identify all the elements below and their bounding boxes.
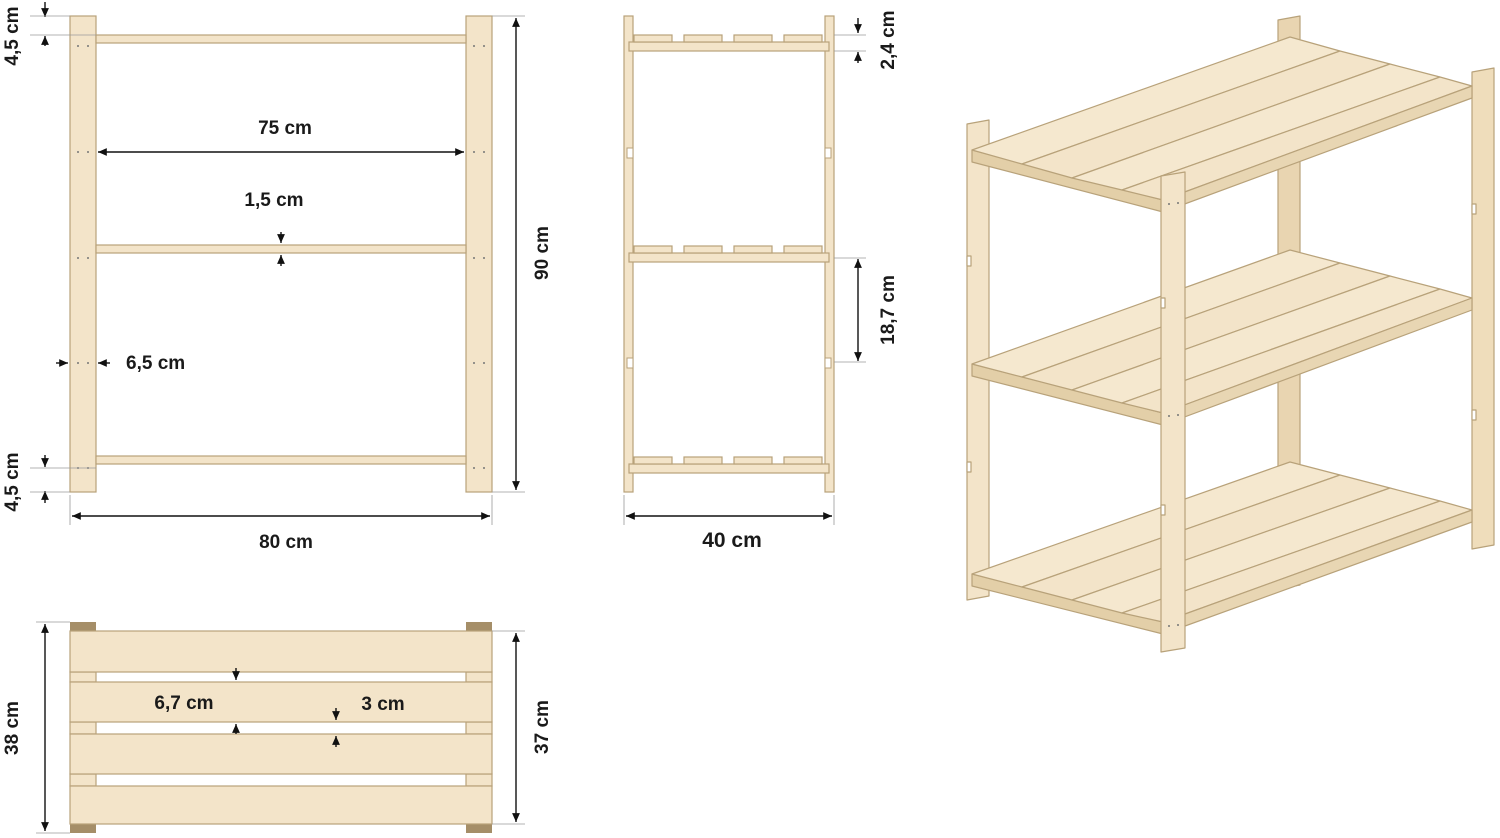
side-view: 2,4 cm 18,7 cm 40 cm — [623, 10, 899, 552]
iso-post-back-right — [1471, 67, 1495, 550]
label-total-height: 90 cm — [532, 226, 553, 280]
top-post-left-back — [70, 622, 96, 631]
label-bottom-gap: 4,5 cm — [2, 452, 23, 511]
label-notch-spacing: 18,7 cm — [878, 275, 899, 345]
label-shelf-thickness: 1,5 cm — [244, 190, 303, 211]
iso-post-front-right — [1160, 171, 1186, 653]
label-total-width: 80 cm — [259, 532, 313, 553]
iso-shelf-bottom — [971, 461, 1473, 635]
front-view: 4,5 cm 4,5 cm 75 cm 1,5 cm 6,5 cm 80 cm … — [2, 2, 553, 553]
front-screw-holes — [77, 45, 485, 469]
side-shelf-top — [628, 34, 830, 52]
top-view: 6,7 cm 3 cm 38 cm 37 cm — [2, 621, 553, 834]
label-post-width: 6,5 cm — [126, 353, 185, 374]
front-right-post — [465, 15, 493, 493]
label-slat-gap: 3 cm — [361, 694, 404, 715]
iso-shelf-middle — [971, 249, 1473, 426]
side-shelf-middle — [628, 245, 830, 263]
iso-post-front-left — [966, 119, 990, 601]
label-inner-width: 75 cm — [258, 118, 312, 139]
front-shelf-middle — [95, 244, 467, 254]
label-inner-depth: 37 cm — [532, 700, 553, 754]
label-slat-height: 2,4 cm — [878, 10, 899, 69]
front-shelf-top — [95, 34, 467, 44]
label-depth: 40 cm — [702, 529, 762, 552]
iso-shelf-top — [971, 36, 1473, 213]
front-left-post — [69, 15, 97, 493]
iso-notches — [966, 203, 1477, 516]
top-slat-4 — [69, 785, 493, 825]
label-outer-depth: 38 cm — [2, 701, 23, 755]
top-post-right-front — [466, 824, 492, 833]
top-post-right-back — [466, 622, 492, 631]
label-top-gap: 4,5 cm — [2, 6, 23, 65]
top-slat-1 — [69, 630, 493, 673]
top-slat-3 — [69, 733, 493, 775]
isometric-shelf-view — [966, 15, 1495, 653]
front-shelf-bottom — [95, 455, 467, 465]
top-slat-2 — [69, 681, 493, 723]
label-slat-width: 6,7 cm — [154, 693, 213, 714]
iso-screw-holes — [1168, 202, 1179, 627]
side-shelf-bottom — [628, 456, 830, 474]
top-post-left-front — [70, 824, 96, 833]
